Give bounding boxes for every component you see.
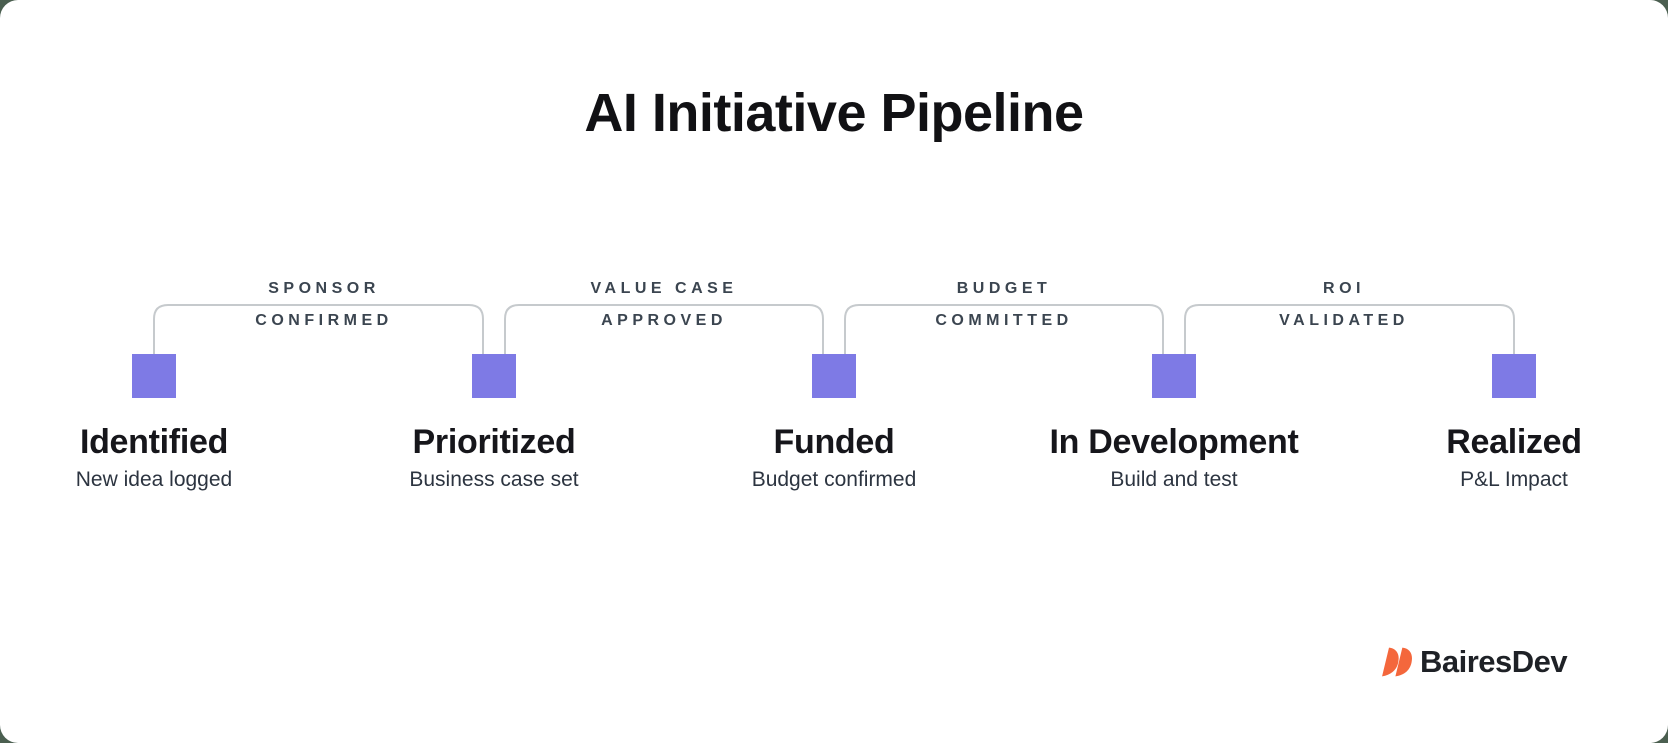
transition-label-bottom: VALIDATED: [1279, 312, 1409, 329]
transition-label-top: BUDGET: [956, 280, 1052, 297]
transition-label-top: VALUE CASE: [590, 280, 738, 297]
stage-marker-square: [812, 354, 856, 398]
transition-label-bottom: CONFIRMED: [255, 312, 393, 329]
stage-marker-square: [1152, 354, 1196, 398]
stage-name: Realized: [1446, 423, 1582, 461]
stage-description: P&L Impact: [1460, 468, 1568, 491]
transition-label-bottom: COMMITTED: [935, 312, 1073, 329]
stage-name: In Development: [1049, 423, 1299, 461]
connector-arc: [504, 304, 824, 354]
stage-description: Business case set: [409, 468, 579, 491]
transition-label-top: ROI: [1323, 280, 1365, 297]
stage-marker-square: [1492, 354, 1536, 398]
bairesdev-mark-icon: [1382, 647, 1412, 677]
connector-arc: [1184, 304, 1515, 354]
bairesdev-logo-text: BairesDev: [1420, 644, 1568, 679]
stage-marker-square: [472, 354, 516, 398]
stage-description: Budget confirmed: [751, 468, 917, 491]
stage-marker-square: [132, 354, 176, 398]
page-title: AI Initiative Pipeline: [584, 83, 1084, 143]
stage-name: Funded: [773, 423, 895, 461]
stage-name: Prioritized: [412, 423, 576, 461]
stage-name: Identified: [79, 423, 229, 461]
bairesdev-logo: BairesDev: [1381, 644, 1568, 680]
connector-arc: [153, 304, 484, 354]
transition-label-top: SPONSOR: [268, 280, 380, 297]
stage-description: New idea logged: [75, 468, 233, 491]
stage-description: Build and test: [1110, 468, 1238, 491]
connector-arc: [844, 304, 1164, 354]
transition-label-bottom: APPROVED: [601, 312, 727, 329]
